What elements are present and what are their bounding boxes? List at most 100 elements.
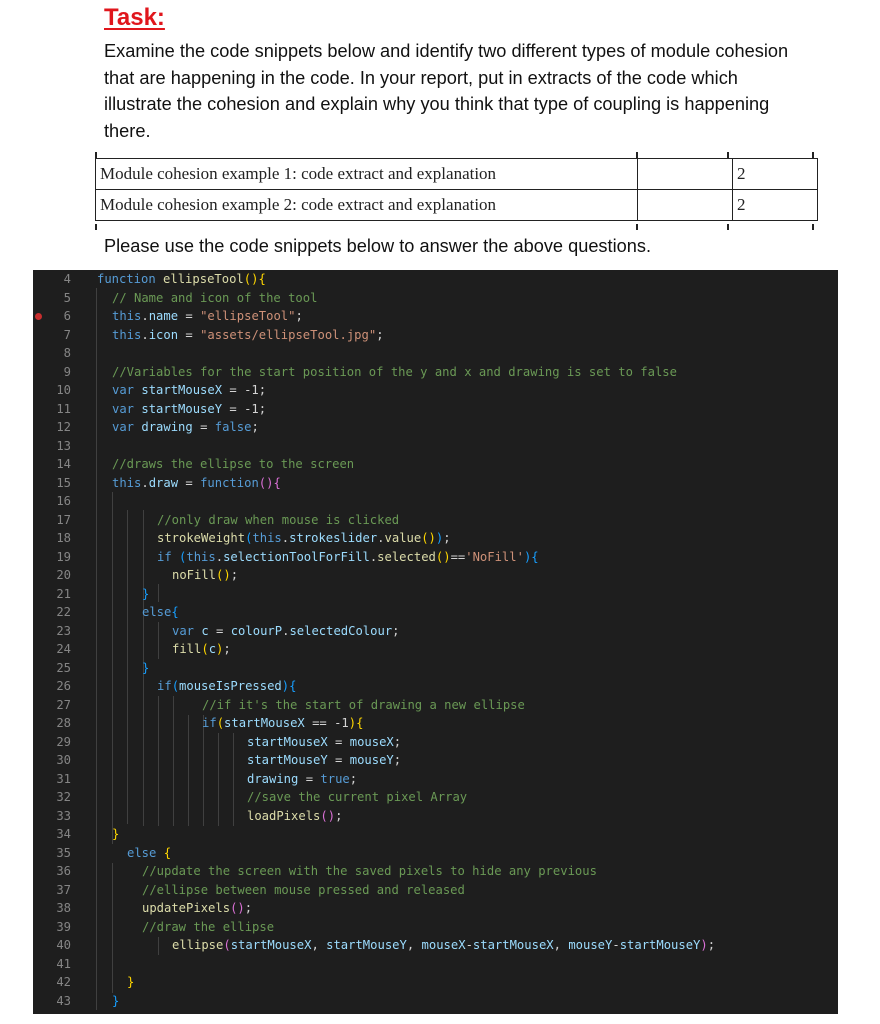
- line-number: 42: [56, 975, 71, 989]
- line-number: 13: [56, 438, 71, 453]
- line-number: 23: [56, 623, 71, 638]
- line-number: 9: [63, 364, 71, 379]
- code-line: 21}: [33, 585, 838, 604]
- line-number: 31: [56, 771, 71, 786]
- code-brace: }: [142, 586, 150, 601]
- line-number: 24: [56, 642, 71, 656]
- line-number: 39: [56, 919, 71, 934]
- code-line: 39 //draw the ellipse: [33, 918, 838, 937]
- line-number: 12: [56, 420, 71, 434]
- table-row: Module cohesion example 2: code extract …: [95, 189, 818, 221]
- code-line: 14//draws the ellipse to the screen: [33, 455, 838, 474]
- instruction-text: Please use the code snippets below to an…: [104, 236, 651, 256]
- indent-guide: [173, 696, 174, 826]
- line-number: 26: [56, 679, 71, 693]
- code-line: 8: [33, 344, 838, 363]
- line-number: 11: [56, 401, 71, 416]
- indent-guide: [158, 937, 159, 955]
- line-number: 38: [56, 901, 71, 915]
- code-line: 27//if it's the start of drawing a new e…: [33, 696, 838, 715]
- task-heading: Task:: [104, 4, 165, 31]
- line-number: 18: [56, 531, 71, 545]
- code-line: 41: [33, 955, 838, 974]
- line-number: 21: [56, 586, 71, 601]
- line-number: 41: [56, 956, 71, 971]
- code-comment: // Name and icon of the tool: [112, 290, 318, 305]
- line-number: 22: [56, 605, 71, 619]
- code-line: 42}: [33, 973, 838, 992]
- task-description: Examine the code snippets below and iden…: [104, 41, 789, 141]
- marks-value: 2: [732, 158, 818, 190]
- line-number: 19: [56, 549, 71, 564]
- indent-guide: [96, 288, 97, 1010]
- indent-guide: [203, 715, 204, 826]
- indent-guide: [143, 510, 144, 826]
- line-number: 25: [56, 660, 71, 675]
- line-number: 32: [56, 790, 71, 804]
- table-border-stub: [727, 152, 729, 158]
- code-line: 43}: [33, 992, 838, 1011]
- code-comment: //if it's the start of drawing a new ell…: [202, 697, 525, 712]
- code-comment: //draw the ellipse: [142, 919, 275, 934]
- indent-guide: [127, 510, 128, 824]
- line-number: 28: [56, 716, 71, 730]
- table-row: Module cohesion example 1: code extract …: [95, 158, 818, 190]
- line-number: 43: [56, 993, 71, 1008]
- indent-guide: [188, 715, 189, 826]
- code-line: 37 //ellipse between mouse pressed and re…: [33, 881, 838, 900]
- code-line: 13: [33, 437, 838, 456]
- line-number: 14: [56, 457, 71, 471]
- line-number: 7: [63, 327, 71, 342]
- table-border-stub: [95, 152, 97, 158]
- breakpoint-icon[interactable]: [35, 313, 42, 320]
- line-number: 37: [56, 882, 71, 897]
- code-line: 25}: [33, 659, 838, 678]
- code-line: 5 // Name and icon of the tool: [33, 289, 838, 308]
- table-border-stub: [812, 152, 814, 158]
- code-line: 34}: [33, 825, 838, 844]
- line-number: 5: [63, 290, 71, 305]
- indent-guide: [112, 492, 113, 844]
- marks-value: 2: [732, 189, 818, 221]
- criterion-description: Module cohesion example 1: code extract …: [95, 158, 638, 190]
- indent-guide: [158, 622, 159, 659]
- line-number: 36: [56, 864, 71, 878]
- line-number: 15: [56, 475, 71, 490]
- indent-guide: [218, 733, 219, 826]
- table-border-stub: [636, 224, 638, 230]
- line-number: 29: [56, 734, 71, 749]
- line-number: 4: [63, 272, 71, 286]
- code-comment: //only draw when mouse is clicked: [157, 512, 400, 527]
- criterion-description: Module cohesion example 2: code extract …: [95, 189, 638, 221]
- line-number: 30: [56, 753, 71, 767]
- indent-guide: [233, 733, 234, 826]
- table-border-stub: [812, 224, 814, 230]
- indent-guide: [158, 696, 159, 826]
- line-number: 10: [56, 383, 71, 397]
- code-brace: }: [142, 660, 150, 675]
- code-line: 16: [33, 492, 838, 511]
- code-line: 32 //save the current pixel Array: [33, 788, 838, 807]
- line-number: 34: [56, 827, 71, 841]
- code-comment: //ellipse between mouse pressed and rele…: [142, 882, 465, 897]
- code-comment: //save the current pixel Array: [247, 790, 468, 804]
